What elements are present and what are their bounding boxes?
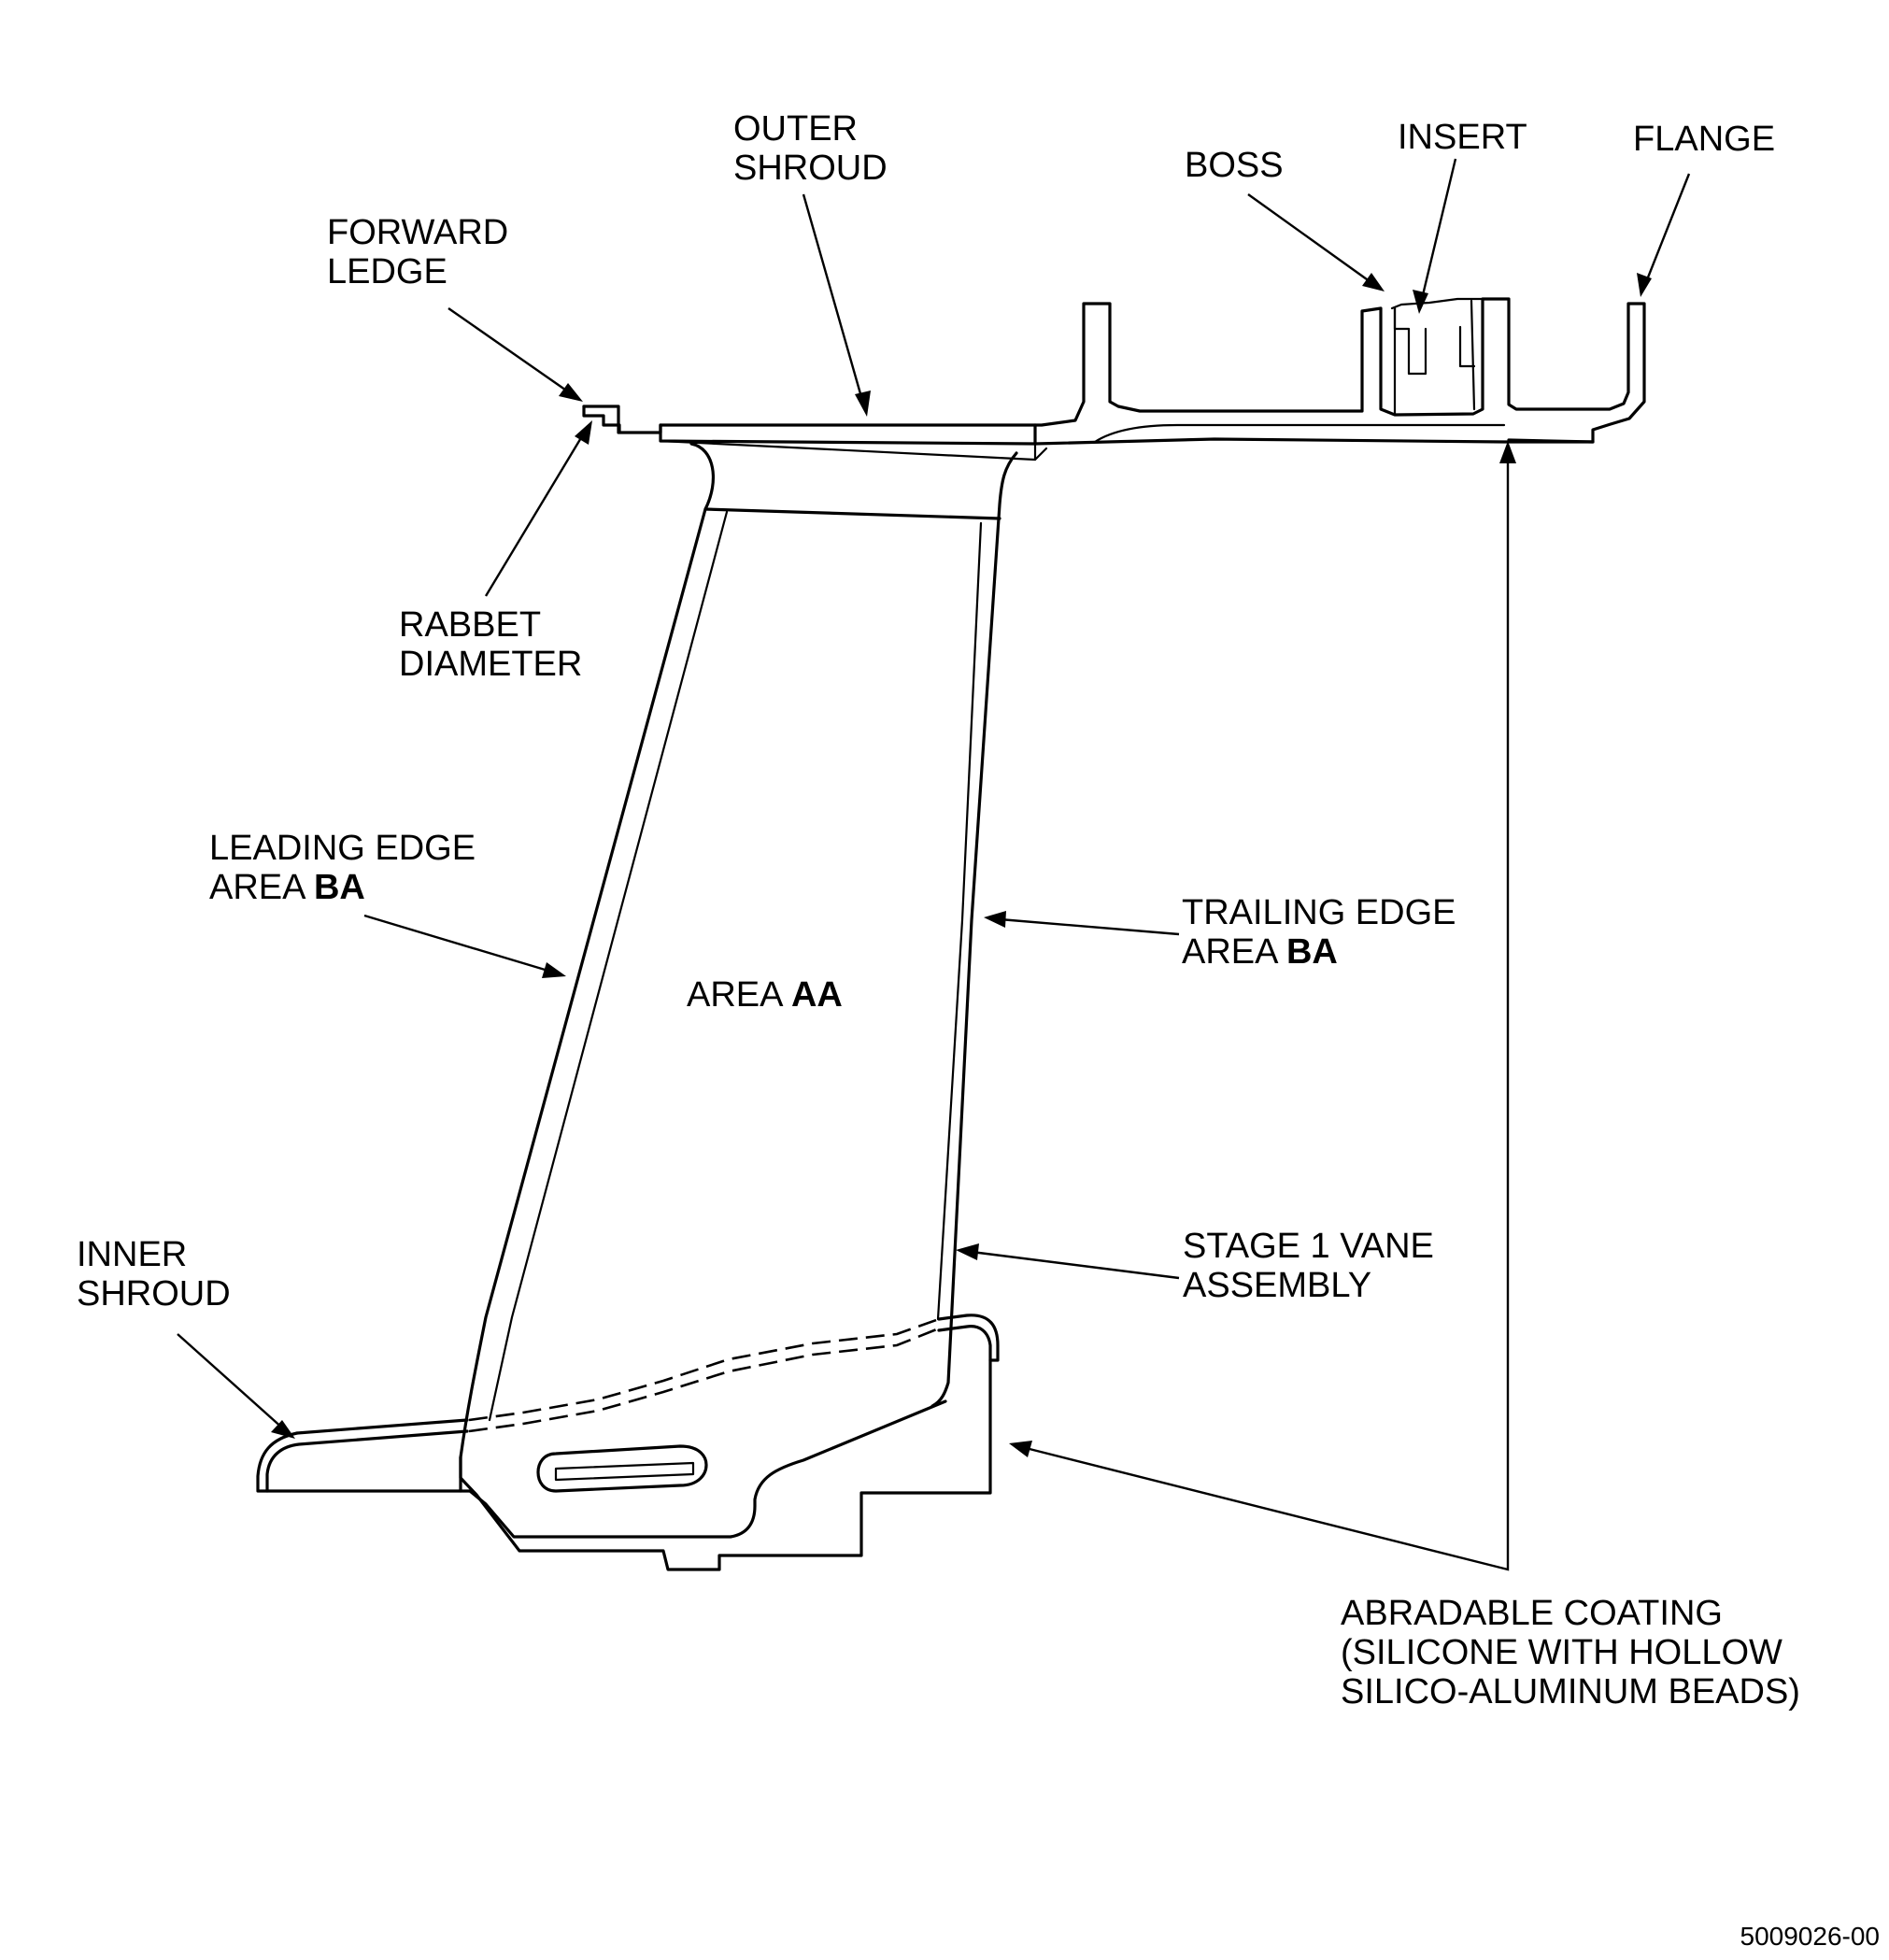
label-area-aa-prefix: AREA [687, 975, 791, 1015]
label-outer-shroud-line2: SHROUD [733, 149, 888, 188]
leader-rabbet-diameter [484, 431, 587, 597]
label-stage1-vane: STAGE 1 VANE ASSEMBLY [1183, 1227, 1434, 1305]
label-leading-edge-line1: LEADING EDGE [209, 829, 476, 868]
arrow-outer-shroud [855, 391, 871, 417]
leader-boss [1247, 193, 1374, 285]
leader-insert [1420, 158, 1457, 300]
label-flange: FLANGE [1633, 120, 1775, 159]
leader-inner-shroud [177, 1333, 285, 1430]
label-trailing-edge-line1: TRAILING EDGE [1182, 893, 1456, 932]
leader-flange [1644, 173, 1691, 283]
label-trailing-edge: TRAILING EDGE AREA BA [1182, 893, 1456, 972]
arrow-leading-edge [542, 962, 566, 978]
label-outer-shroud-line1: OUTER [733, 109, 858, 149]
label-abradable-coating-line1: ABRADABLE COATING [1341, 1594, 1723, 1633]
label-rabbet-diameter: RABBET DIAMETER [399, 605, 582, 684]
label-abradable-coating-line3: SILICO-ALUMINUM BEADS) [1341, 1672, 1800, 1711]
arrow-boss [1362, 273, 1385, 291]
label-outer-shroud: OUTER SHROUD [733, 109, 888, 188]
arrow-trailing-edge [984, 911, 1006, 928]
label-flange-text: FLANGE [1633, 120, 1776, 159]
label-rabbet-diameter-line2: DIAMETER [399, 645, 583, 684]
label-abradable-coating: ABRADABLE COATING (SILICONE WITH HOLLOW … [1341, 1594, 1800, 1711]
leader-stage1-vane [971, 1250, 1180, 1280]
document-number: 5009026-00 [1740, 1922, 1880, 1951]
arrow-abradable-coating-inner [1009, 1441, 1032, 1457]
label-inner-shroud-line1: INNER [77, 1235, 188, 1274]
arrow-insert [1413, 290, 1428, 314]
leader-leading-edge [363, 914, 552, 973]
label-area-aa: AREA AA [687, 975, 843, 1015]
label-leading-edge-line2: AREA BA [209, 868, 476, 907]
label-inner-shroud: INNER SHROUD [77, 1235, 231, 1314]
outer-shroud-drawing [582, 297, 1646, 462]
vane-airfoil-drawing [459, 442, 1018, 1459]
label-leading-edge-area-code: BA [313, 868, 365, 907]
label-inner-shroud-line2: SHROUD [77, 1274, 231, 1314]
leader-lines [177, 158, 1691, 1571]
label-trailing-edge-line2: AREA BA [1182, 932, 1456, 972]
arrow-stage1-vane [956, 1243, 979, 1260]
label-rabbet-diameter-line1: RABBET [399, 605, 542, 645]
label-boss-text: BOSS [1185, 146, 1284, 185]
label-trailing-edge-prefix: AREA [1182, 932, 1286, 972]
arrow-rabbet-diameter [575, 420, 592, 445]
label-forward-ledge-line2: LEDGE [327, 252, 447, 291]
label-leading-edge: LEADING EDGE AREA BA [209, 829, 476, 907]
label-leading-edge-prefix: AREA [209, 868, 314, 907]
arrow-flange [1637, 273, 1652, 297]
label-boss: BOSS [1185, 146, 1284, 185]
label-insert: INSERT [1398, 118, 1527, 157]
label-trailing-edge-area-code: BA [1285, 932, 1338, 972]
label-forward-ledge-line1: FORWARD [327, 213, 509, 252]
inner-shroud-drawing [256, 1314, 1000, 1571]
label-area-aa-code: AA [790, 975, 843, 1015]
label-forward-ledge: FORWARD LEDGE [327, 213, 508, 291]
arrow-abradable-coating-outer [1499, 441, 1516, 463]
label-insert-text: INSERT [1398, 118, 1527, 157]
arrow-forward-ledge [559, 383, 583, 402]
leader-abradable-coating [1025, 458, 1510, 1571]
leader-trailing-edge [999, 917, 1180, 936]
label-abradable-coating-line2: (SILICONE WITH HOLLOW [1341, 1633, 1782, 1672]
arrow-inner-shroud [271, 1420, 295, 1439]
label-stage1-vane-line2: ASSEMBLY [1183, 1266, 1372, 1305]
label-stage1-vane-line1: STAGE 1 VANE [1183, 1227, 1434, 1266]
leader-forward-ledge [447, 307, 573, 395]
leader-outer-shroud [802, 193, 865, 405]
